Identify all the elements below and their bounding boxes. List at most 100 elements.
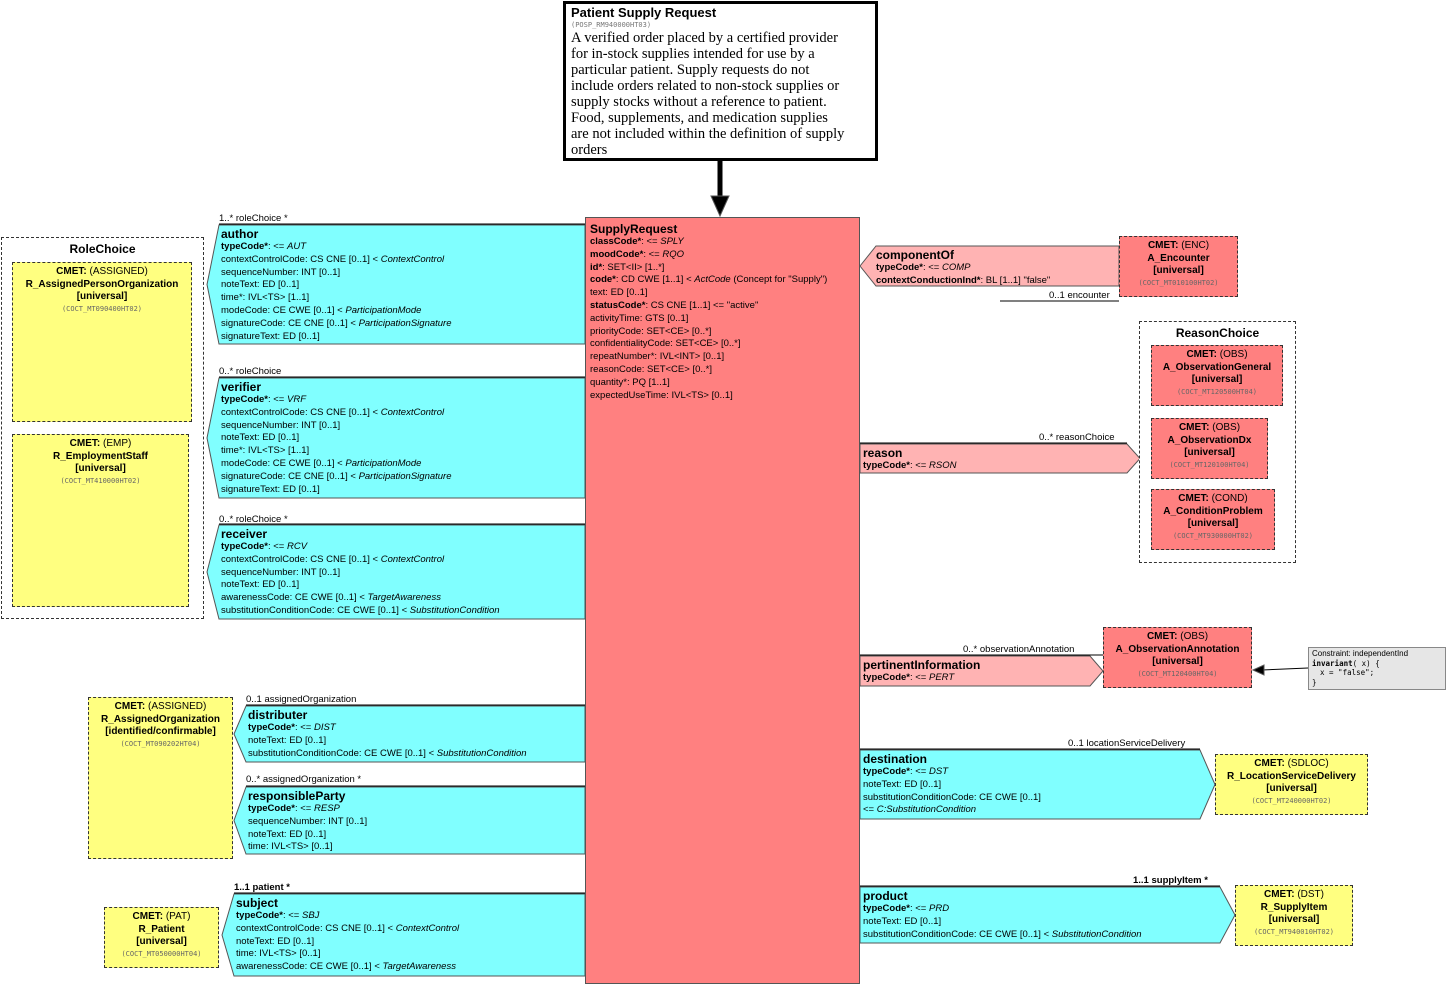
cmet-keyword: CMET: xyxy=(1186,349,1217,360)
association-name: distributer xyxy=(248,708,308,722)
cmet-employment-staff[interactable]: CMET: (EMP)R_EmploymentStaff[universal](… xyxy=(12,434,189,607)
association-attribute: substitutionConditionCode: CE CWE [0..1]… xyxy=(248,747,527,759)
cmet-id: (COCT_MT120100HT04) xyxy=(1169,460,1250,469)
cmet-name: R_EmploymentStaff xyxy=(52,450,148,462)
association-attribute: contextControlCode: CS CNE [0..1] < Cont… xyxy=(221,253,445,265)
author-shape xyxy=(206,224,586,345)
cmet-location-service-delivery[interactable]: CMET: (SDLOC)R_LocationServiceDelivery[u… xyxy=(1215,754,1368,815)
association-name: pertinentInformation xyxy=(863,658,981,672)
cmet-header: CMET: (PAT) xyxy=(132,911,191,922)
class-attribute: repeatNumber*: IVL<INT> [0..1] xyxy=(590,351,725,363)
association-attribute: noteText: ED [0..1] xyxy=(248,828,327,840)
constraint-code: invariant( x) { x = "false"; } xyxy=(1312,659,1442,688)
association-attribute: sequenceNumber: INT [0..1] xyxy=(221,566,341,578)
cmet-header: CMET: (ASSIGNED) xyxy=(114,701,207,712)
class-attribute: reasonCode: SET<CE> [0..*] xyxy=(590,363,712,375)
association-attribute: time*: IVL<TS> [1..1] xyxy=(221,445,310,457)
cmet-header: CMET: (OBS) xyxy=(1178,422,1241,433)
association-attribute: substitutionConditionCode: CE CWE [0..1] xyxy=(863,791,1041,803)
cmet-supply-item[interactable]: CMET: (DST)R_SupplyItem[universal](COCT_… xyxy=(1235,885,1353,946)
verifier-cardinality: 0..* roleChoice xyxy=(219,366,282,377)
association-attribute: noteText: ED [0..1] xyxy=(863,915,942,927)
receiver-shape xyxy=(206,524,586,620)
cmet-header: CMET: (COND) xyxy=(1178,493,1248,504)
cmet-id: (COCT_MT090400HT02) xyxy=(61,304,143,313)
title-arrow-head xyxy=(710,195,730,218)
association-name: componentOf xyxy=(876,248,954,262)
cmet-name: A_Encounter xyxy=(1147,252,1210,264)
cmet-observation-dx[interactable]: CMET: (OBS)A_ObservationDx[universal](CO… xyxy=(1151,418,1268,479)
cmet-header: CMET: (EMP) xyxy=(69,438,132,449)
association-attribute: signatureText: ED [0..1] xyxy=(221,330,320,342)
cmet-observation-general[interactable]: CMET: (OBS)A_ObservationGeneral[universa… xyxy=(1151,345,1283,406)
cmet-encounter[interactable]: CMET: (ENC)A_Encounter[universal](COCT_M… xyxy=(1119,236,1238,297)
subject-shape xyxy=(221,893,586,977)
constraint-line1: ( x) { xyxy=(1352,658,1380,668)
association-attribute: sequenceNumber: INT [0..1] xyxy=(248,815,368,827)
association-name: destination xyxy=(863,752,928,766)
cmet-keyword: CMET: xyxy=(1146,631,1178,642)
cmet-keyword: CMET: xyxy=(56,266,87,277)
cmet-header: CMET: (OBS) xyxy=(1186,349,1248,360)
class-attribute: id*: SET<II> [1..*] xyxy=(590,261,665,273)
association-name: product xyxy=(863,889,908,903)
cmet-name: R_AssignedPersonOrganization xyxy=(25,278,179,290)
cmet-header: CMET: (OBS) xyxy=(1146,631,1209,642)
association-attribute: typeCode*: <= RESP xyxy=(248,803,340,814)
responsible-party-shape xyxy=(233,786,586,855)
constraint-arrow-head xyxy=(1251,664,1265,676)
cmet-flavor: [universal] xyxy=(76,291,128,302)
cmet-flavor: [universal] xyxy=(75,463,126,474)
association-attribute: contextControlCode: CS CNE [0..1] < Cont… xyxy=(221,553,445,565)
class-attribute: priorityCode: SET<CE> [0..*] xyxy=(590,325,712,337)
model-id: (POSP_RM940000HT03) xyxy=(571,21,652,29)
cmet-condition-problem[interactable]: CMET: (COND)A_ConditionProblem[universal… xyxy=(1151,489,1275,550)
reason-choice-label: ReasonChoice xyxy=(1175,326,1260,340)
association-attribute: sequenceNumber: INT [0..1] xyxy=(221,266,341,278)
association-attribute: time*: IVL<TS> [1..1] xyxy=(221,292,310,304)
reason-cardinality: 0..* reasonChoice xyxy=(1039,432,1115,443)
cmet-header: CMET: (SDLOC) xyxy=(1254,758,1329,769)
product-shape xyxy=(859,886,1236,944)
association-attribute: signatureText: ED [0..1] xyxy=(221,483,320,495)
pertinent-information-cardinality: 0..* observationAnnotation xyxy=(963,644,1075,655)
product-cardinality: 1..1 supplyItem * xyxy=(1133,875,1208,886)
cmet-keyword: CMET: xyxy=(132,911,164,922)
cmet-keyword: CMET: xyxy=(1254,758,1285,769)
association-attribute: time: IVL<TS> [0..1] xyxy=(236,948,321,960)
association-attribute: contextConductionInd*: BL [1..1] "false" xyxy=(876,274,1051,286)
supply-request-name: SupplyRequest xyxy=(590,222,678,236)
model-title: Patient Supply Request xyxy=(571,5,717,20)
cmet-patient[interactable]: CMET: (PAT)R_Patient[universal](COCT_MT0… xyxy=(104,907,219,968)
association-attribute: typeCode*: <= RSON xyxy=(863,460,957,471)
cmet-header: CMET: (ENC) xyxy=(1147,240,1210,251)
association-attribute: typeCode*: <= DIST xyxy=(248,722,336,733)
cmet-observation-annotation[interactable]: CMET: (OBS)A_ObservationAnnotation[unive… xyxy=(1103,627,1252,688)
association-name: subject xyxy=(236,896,279,910)
association-attribute: typeCode*: <= SBJ xyxy=(236,910,320,921)
cmet-name: R_Patient xyxy=(138,923,185,935)
cmet-assigned-organization[interactable]: CMET: (ASSIGNED)R_AssignedOrganization[i… xyxy=(88,697,233,859)
distributer-cardinality: 0..1 assignedOrganization xyxy=(246,694,357,705)
class-attribute: expectedUseTime: IVL<TS> [0..1] xyxy=(590,389,733,401)
distributer-shape xyxy=(233,705,586,763)
association-attribute: sequenceNumber: INT [0..1] xyxy=(221,419,341,431)
component-of-cardinality: 0..1 encounter xyxy=(1049,290,1110,301)
cmet-assigned-person-organization[interactable]: CMET: (ASSIGNED)R_AssignedPersonOrganiza… xyxy=(12,262,192,422)
association-attribute: substitutionConditionCode: CE CWE [0..1]… xyxy=(221,604,500,616)
cmet-keyword: CMET: xyxy=(1263,889,1295,900)
